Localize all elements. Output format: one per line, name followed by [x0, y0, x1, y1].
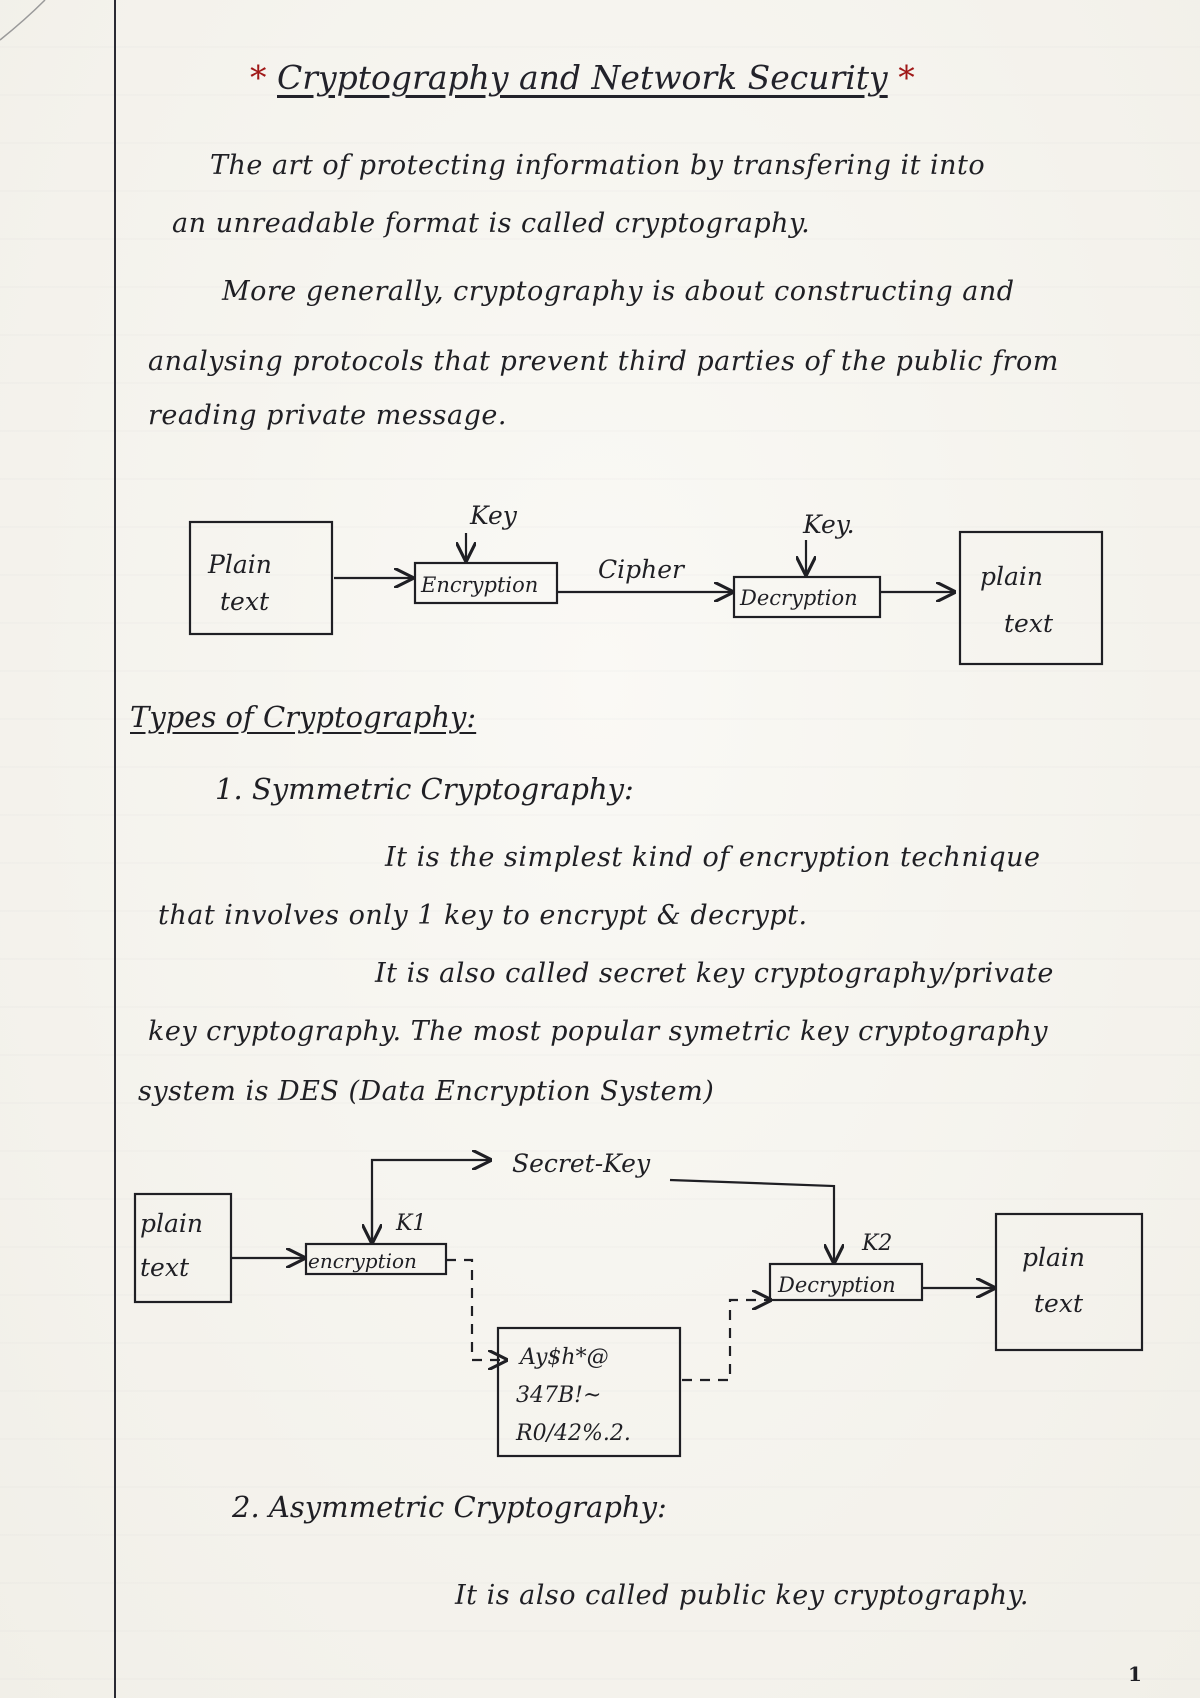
page-number: 1 — [1128, 1662, 1142, 1686]
diagram2-plain-text-in-1: plain — [140, 1209, 203, 1238]
sym-plain-text-box-in — [133, 1192, 233, 1304]
symmetric-line-5: system is DES (Data Encryption System) — [138, 1076, 715, 1107]
symmetric-line-2: that involves only 1 key to encrypt & de… — [158, 900, 808, 931]
sym-secret-key-line-left — [370, 1160, 490, 1244]
plain-text-box-in — [188, 520, 334, 636]
sym-dashed-to-decryption — [682, 1300, 770, 1382]
diagram1-key-right: Key. — [802, 510, 855, 539]
encryption-box — [413, 561, 559, 605]
asymmetric-line-1: It is also called public key cryptograph… — [455, 1580, 1029, 1611]
diagram2-cipher-line-1: Ay$h*@ — [518, 1345, 609, 1370]
page-title: * Cryptography and Network Security * — [250, 58, 915, 97]
diagram1-decryption-label: Decryption — [739, 586, 858, 610]
diagram-encryption-flow — [188, 520, 1104, 666]
sym-cipher-box — [496, 1326, 682, 1458]
intro-line-2: an unreadable format is called cryptogra… — [172, 208, 811, 239]
intro-line-4: analysing protocols that prevent third p… — [148, 346, 1059, 377]
diagram1-plain-text-out-1: plain — [980, 562, 1043, 591]
diagram2-plain-text-out-1: plain — [1022, 1243, 1085, 1272]
diagram2-cipher-line-2: 347B!~ — [516, 1383, 601, 1408]
diagram1-cipher-label: Cipher — [598, 555, 686, 584]
diagram2-plain-text-out-2: text — [1034, 1289, 1084, 1318]
diagram2-secret-key-label: Secret-Key — [512, 1149, 651, 1178]
page-title-text: Cryptography and Network Security — [277, 58, 888, 97]
sym-plain-text-box-out — [994, 1212, 1144, 1352]
plain-text-box-out — [958, 530, 1104, 666]
diagram2-decryption-label: Decryption — [777, 1273, 896, 1297]
diagram2-cipher-line-3: R0/42%.2. — [515, 1421, 631, 1446]
diagram1-key-left: Key — [469, 501, 518, 530]
diagram1-plain-text-in-2: text — [220, 587, 270, 616]
sym-decryption-box — [768, 1262, 924, 1302]
diagram1-plain-text-out-2: text — [1004, 609, 1054, 638]
symmetric-line-1: It is the simplest kind of encryption te… — [385, 842, 1041, 873]
sym-secret-key-line-right — [669, 1178, 834, 1262]
symmetric-heading: 1. Symmetric Cryptography: — [215, 772, 634, 806]
intro-line-3: More generally, cryptography is about co… — [222, 276, 1015, 307]
diagram-symmetric-key — [133, 1160, 1144, 1458]
margin-line — [114, 0, 116, 1698]
intro-line-1: The art of protecting information by tra… — [210, 150, 986, 181]
diagram2-k1-label: K1 — [395, 1211, 426, 1236]
title-star-right: * — [898, 58, 915, 97]
title-star-left: * — [250, 58, 267, 97]
diagram1-plain-text-in-1: Plain — [207, 550, 272, 579]
diagram1-encryption-label: Encryption — [420, 573, 538, 597]
symmetric-line-3: It is also called secret key cryptograph… — [375, 958, 1054, 989]
page-corner-fold — [0, 0, 46, 41]
decryption-box — [732, 575, 882, 619]
diagram2-k2-label: K2 — [861, 1231, 892, 1256]
intro-line-5: reading private message. — [148, 400, 507, 431]
symmetric-line-4: key cryptography. The most popular symet… — [148, 1016, 1049, 1047]
types-heading: Types of Cryptography: — [130, 700, 477, 734]
asymmetric-heading: 2. Asymmetric Cryptography: — [232, 1490, 667, 1524]
diagram2-encryption-label: encryption — [308, 1249, 417, 1273]
sym-dashed-to-cipher — [446, 1258, 506, 1360]
diagram2-plain-text-in-2: text — [140, 1253, 190, 1282]
